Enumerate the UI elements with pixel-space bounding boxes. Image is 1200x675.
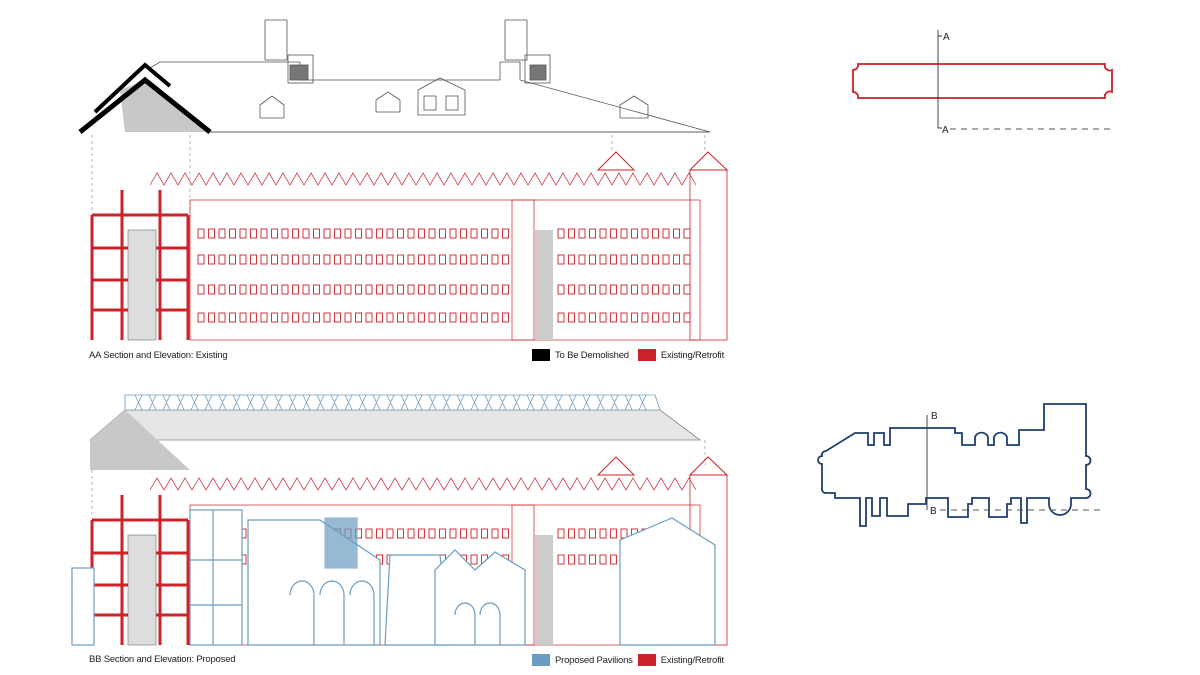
section-marker-a-bottom: A [942, 125, 949, 136]
existing-roof [149, 19, 711, 133]
key-plan-a: A A [852, 30, 1115, 136]
legend-bb: Proposed Pavilions Existing/Retrofit [532, 654, 724, 666]
legend-swatch-demolish [532, 349, 550, 361]
key-plan-b: B B [817, 403, 1105, 527]
projection-lines [91, 135, 706, 515]
demolish-gable [78, 62, 212, 134]
section-marker-b-bottom: B [930, 506, 937, 517]
legend-swatch-existing [637, 349, 656, 361]
proposed-roof [88, 394, 702, 470]
legend-label-demolish: To Be Demolished [555, 349, 629, 361]
legend-swatch-pavilions [532, 654, 550, 666]
legend-label-existing: Existing/Retrofit [660, 349, 725, 361]
section-bb-caption: BB Section and Elevation: Proposed [89, 654, 236, 665]
section-aa-caption: AA Section and Elevation: Existing [89, 350, 228, 361]
legend-label-pavilions: Proposed Pavilions [555, 654, 633, 666]
section-marker-a-top: A [943, 32, 950, 43]
legend-swatch-existing [637, 654, 656, 666]
existing-elevation [90, 151, 729, 341]
proposed-pavilions [71, 509, 716, 646]
legend-label-existing: Existing/Retrofit [660, 654, 724, 666]
section-marker-b-top: B [931, 411, 938, 422]
legend-aa: To Be Demolished Existing/Retrofit [532, 349, 724, 361]
